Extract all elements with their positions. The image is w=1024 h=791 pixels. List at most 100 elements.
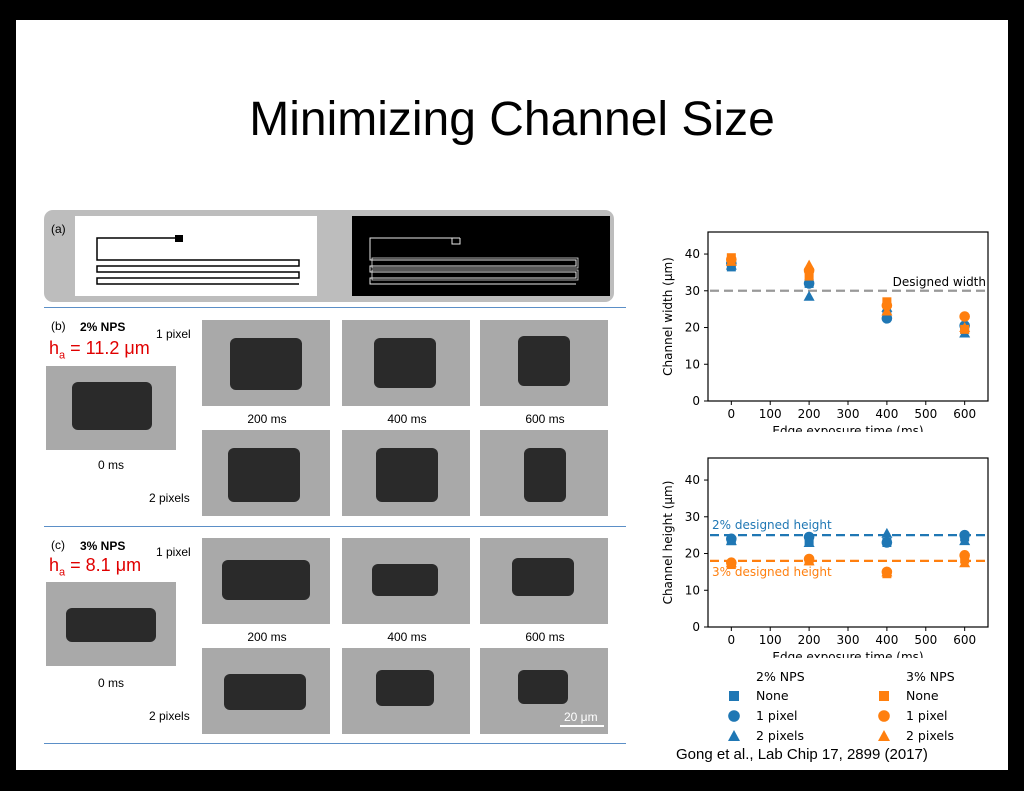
panel-b-row2-label: 2 pixels: [149, 491, 190, 505]
y-tick-label: 20: [685, 321, 700, 335]
divider-1: [44, 307, 626, 308]
sem-b-1px-400ms: [342, 320, 470, 406]
x-tick-label: 500: [914, 407, 937, 421]
slide-title: Minimizing Channel Size: [249, 93, 775, 146]
panel-b-ha: ha = 11.2 μm: [49, 338, 150, 362]
sem-c-1px-400ms: [342, 538, 470, 624]
caption-c-0ms: 0 ms: [97, 676, 124, 690]
x-tick-label: 100: [759, 407, 782, 421]
legend-group-title: 2% NPS: [756, 669, 805, 684]
panel-c-title: 3% NPS: [80, 539, 126, 553]
sem-b-2px-200ms: [202, 430, 330, 516]
data-point: [881, 305, 893, 316]
slide: Minimizing Channel Size (a) (b) 2% NPS 1…: [16, 20, 1008, 770]
x-axis-label: Edge exposure time (ms): [772, 650, 923, 658]
x-tick-label: 0: [728, 407, 736, 421]
sem-b-2px-600ms: [480, 430, 608, 516]
x-tick-label: 600: [953, 407, 976, 421]
caption-c-200ms: 200 ms: [247, 630, 287, 644]
data-point: [881, 527, 893, 538]
data-point: [803, 259, 815, 270]
x-tick-label: 300: [837, 633, 860, 647]
y-tick-label: 20: [685, 547, 700, 561]
data-point: [959, 557, 971, 568]
x-tick-label: 300: [837, 407, 860, 421]
data-point: [725, 535, 737, 546]
reference-line-label: 3% designed height: [712, 565, 832, 579]
legend-marker: [728, 730, 740, 741]
legend-item-label: 1 pixel: [756, 708, 798, 723]
panel-a-label: (a): [51, 222, 66, 236]
y-tick-label: 30: [685, 284, 700, 298]
data-point: [881, 313, 893, 324]
y-tick-label: 30: [685, 510, 700, 524]
x-axis-label: Edge exposure time (ms): [772, 424, 923, 432]
legend-group-title: 3% NPS: [906, 669, 955, 684]
data-point: [725, 255, 737, 266]
sem-b-2px-400ms: [342, 430, 470, 516]
legend-item-label: 2 pixels: [906, 728, 954, 743]
sem-c-2px-600ms: [480, 648, 608, 734]
data-point: [803, 537, 815, 547]
panel-c-row1-label: 1 pixel: [156, 545, 191, 559]
legend-item-label: 1 pixel: [906, 708, 948, 723]
data-point: [803, 290, 815, 301]
x-tick-label: 400: [875, 407, 898, 421]
legend-marker: [729, 691, 739, 701]
y-axis-label: Channel width (μm): [661, 257, 675, 376]
plot-area: [707, 457, 989, 628]
x-tick-label: 400: [875, 633, 898, 647]
citation: Gong et al., Lab Chip 17, 2899 (2017): [676, 746, 928, 763]
panel-a-frame: [44, 210, 614, 302]
sem-c-1px-600ms: [480, 538, 608, 624]
sem-c-2px-400ms: [342, 648, 470, 734]
caption-c-600ms: 600 ms: [525, 630, 565, 644]
data-point: [881, 566, 893, 577]
data-point: [803, 555, 815, 566]
divider-2: [44, 526, 626, 527]
sem-b-0ms: [46, 366, 176, 450]
caption-b-400ms: 400 ms: [387, 412, 427, 426]
y-tick-label: 40: [685, 247, 700, 261]
y-axis-label: Channel height (μm): [661, 481, 675, 605]
scalebar-label: 20 μm: [564, 710, 598, 724]
data-point: [803, 278, 815, 289]
x-tick-label: 200: [798, 633, 821, 647]
caption-c-400ms: 400 ms: [387, 630, 427, 644]
x-tick-label: 100: [759, 633, 782, 647]
y-tick-label: 0: [692, 394, 700, 408]
y-tick-label: 10: [685, 583, 700, 597]
sem-b-1px-600ms: [480, 320, 608, 406]
legend-marker: [878, 710, 890, 722]
scalebar: [560, 725, 604, 727]
data-point: [959, 311, 970, 322]
data-point: [803, 531, 815, 543]
data-point: [725, 557, 737, 568]
sem-c-1px-200ms: [202, 538, 330, 624]
x-tick-label: 500: [914, 633, 937, 647]
sem-b-1px-200ms: [202, 320, 330, 406]
sem-c-2px-200ms: [202, 648, 330, 734]
legend-marker: [878, 730, 890, 741]
data-point: [959, 322, 971, 333]
divider-3: [44, 743, 626, 744]
legend-marker: [728, 710, 740, 722]
mask-design-black: [352, 216, 610, 296]
y-tick-label: 40: [685, 473, 700, 487]
mask-design-white: [75, 216, 317, 296]
data-point: [881, 300, 893, 311]
x-tick-label: 200: [798, 407, 821, 421]
legend-item-label: 2 pixels: [756, 728, 804, 743]
plot-area: [707, 231, 989, 402]
legend-item-label: None: [906, 688, 939, 703]
panel-b-label: (b): [51, 319, 66, 333]
y-tick-label: 0: [692, 620, 700, 634]
data-point: [881, 537, 893, 548]
caption-b-200ms: 200 ms: [247, 412, 287, 426]
y-tick-label: 10: [685, 357, 700, 371]
data-point: [959, 550, 970, 561]
sem-c-0ms: [46, 582, 176, 666]
